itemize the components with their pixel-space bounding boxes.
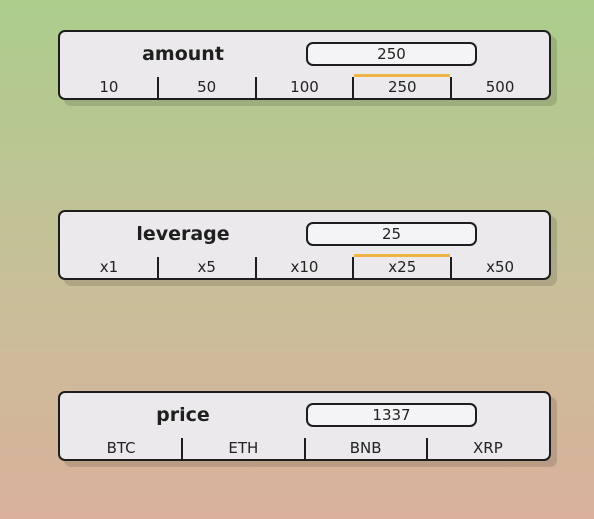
amount-panel: amount 10 50 100 250 500 <box>58 30 551 100</box>
leverage-label: leverage <box>136 223 230 245</box>
leverage-option-x25[interactable]: x25 <box>352 254 451 280</box>
leverage-options: x1 x5 x10 x25 x50 <box>60 254 549 280</box>
price-input[interactable] <box>306 403 477 427</box>
amount-input[interactable] <box>306 42 477 66</box>
leverage-option-x1[interactable]: x1 <box>99 258 119 276</box>
amount-option-50[interactable]: 50 <box>156 75 256 100</box>
price-panel: price BTC ETH BNB XRP <box>58 391 551 461</box>
amount-label: amount <box>142 43 224 65</box>
leverage-option-x10[interactable]: x10 <box>254 255 354 280</box>
price-label: price <box>156 404 210 426</box>
price-options: BTC ETH BNB XRP <box>60 436 549 461</box>
leverage-option-x50[interactable]: x50 <box>450 255 549 280</box>
price-option-xrp[interactable]: XRP <box>425 436 549 461</box>
leverage-panel: leverage x1 x5 x10 x25 x50 <box>58 210 551 280</box>
amount-options: 10 50 100 250 500 <box>60 74 549 100</box>
amount-option-100[interactable]: 100 <box>254 75 354 100</box>
leverage-option-x5[interactable]: x5 <box>156 255 256 280</box>
price-option-btc[interactable]: BTC <box>106 439 136 457</box>
amount-option-10[interactable]: 10 <box>99 78 119 96</box>
price-option-eth[interactable]: ETH <box>181 436 304 461</box>
amount-option-250[interactable]: 250 <box>352 74 451 100</box>
price-option-bnb[interactable]: BNB <box>303 436 427 461</box>
leverage-input[interactable] <box>306 222 477 246</box>
amount-option-500[interactable]: 500 <box>450 75 549 100</box>
